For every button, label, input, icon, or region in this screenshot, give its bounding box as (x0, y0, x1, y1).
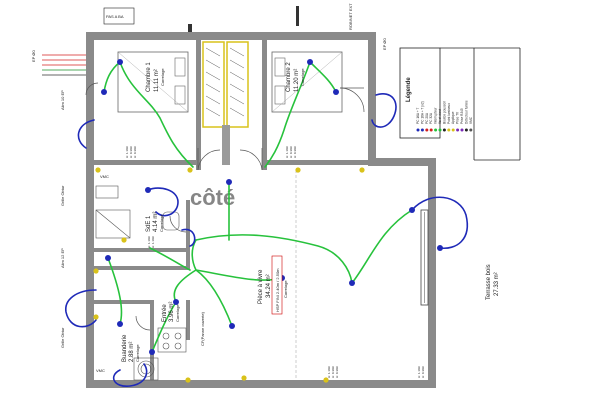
incoming-lines (42, 54, 86, 76)
outlet-height-tag: H: 1.10m (125, 145, 129, 158)
outlet-height-tag: H: 0.30m (421, 365, 425, 378)
room-area-terrasse: 27.33 m² (494, 272, 500, 296)
room-floor-piece-vivre: Carrelage (283, 280, 288, 298)
ep-right-label: EP Ø0 (382, 38, 387, 50)
outlet-height-tag: H: 1.10m (417, 365, 421, 378)
hsp-label: HSP FINI 2.40m / 2.50m (275, 268, 280, 312)
room-floor-chambre2: Carrelage (300, 68, 305, 86)
room-area-chambre2: 11.20 m² (294, 69, 300, 92)
vmc-top-label: VMC (100, 174, 109, 179)
legend-swatch (456, 128, 460, 132)
doors (85, 82, 365, 331)
outlet-height-tag: H: 0.30m (133, 145, 137, 158)
legend-swatch (469, 128, 473, 132)
legend-swatch (425, 128, 429, 132)
bathroom-fixtures (95, 185, 180, 239)
ep-left-label: EP Ø0 (31, 50, 36, 62)
room-area-sdb: 4.14 m² (153, 212, 159, 232)
grille-2-label: Grille Obtur (60, 327, 65, 348)
legend-swatch (442, 128, 446, 132)
legend-item: Applique (451, 111, 455, 124)
kitchen-appliances (133, 327, 187, 381)
room-area-piece-vivre: 34.24 m² (266, 274, 272, 298)
outlet-height-tag: H: 1.10m (327, 365, 331, 378)
legend-item: Prise RJ45 (460, 108, 464, 124)
grille-1-label: Grille Obtur (60, 185, 65, 206)
bed-chambre1 (117, 51, 189, 113)
interior-walls (94, 40, 368, 380)
room-name-buanderie: Buanderie (122, 334, 128, 362)
legend-item: PC 16A + T (x2) (420, 101, 424, 124)
outlet-height-tag: H: 0.30m (335, 365, 339, 378)
legend-item: PC 20A (425, 112, 429, 124)
room-floor-chambre1: Carrelage (160, 68, 165, 86)
room-name-entree: Entrée (162, 304, 168, 322)
room-name-chambre1: Chambre 1 (146, 62, 152, 92)
outlet-height-tag: H: 0.30m (293, 145, 297, 158)
blue-circuits (65, 93, 469, 387)
outlet-height-tag: H: 1.10m (151, 235, 155, 248)
legend-item: Bouton poussoir (442, 100, 446, 124)
legend-item: VMC (469, 116, 473, 124)
room-labels: Chambre 1 11.11 m² Carrelage Chambre 2 1… (122, 62, 500, 362)
legend-swatch (451, 128, 455, 132)
robinet-ext-label: ROBINET EXT (348, 3, 353, 30)
hsp-box (271, 255, 283, 315)
outlet-height-tag: H: 0.30m (129, 145, 133, 158)
room-floor-sdb: Carrelage (159, 214, 164, 232)
legend-item: Prise TV (456, 111, 460, 124)
room-name-chambre2: Chambre 2 (286, 62, 292, 92)
room-area-buanderie: 2.88 m² (129, 342, 135, 362)
legend-swatch (464, 128, 468, 132)
legend-swatch (416, 128, 420, 132)
legend-item: Interrupteur (434, 107, 438, 124)
legend-swatch (420, 128, 424, 132)
vmc-bottom-label: VMC (96, 368, 105, 373)
legend-swatch (447, 128, 451, 132)
room-floor-buanderie: Carrelage (135, 344, 140, 362)
outlet-height-tag: H: 0.30m (289, 145, 293, 158)
legend-item: PC 16A + T (416, 108, 420, 124)
cfp-label: CF(Panne ouverte) (200, 311, 205, 346)
annotation-labels: PAS A BA ROBINET EXT EP Ø0 EP Ø0 Alim 10… (31, 3, 412, 373)
room-name-piece-vivre: Pièce à vivre (258, 269, 264, 304)
legend-title: Légende (406, 77, 412, 102)
room-area-entree: 3.96 m² (169, 302, 175, 322)
alim-mid-label: Alim 12 EP (60, 248, 65, 268)
outlet-height-tag: H: 0.30m (331, 365, 335, 378)
bed-chambre2 (271, 51, 343, 113)
outlet-height-tag: H: 1.10m (285, 145, 289, 158)
wardrobes (202, 41, 249, 165)
top-board-label: PAS A BA (106, 14, 124, 19)
legend-item: PC 32A (429, 112, 433, 124)
watermark: côté (190, 185, 235, 210)
legend-item: Va et vient (438, 109, 442, 124)
alim-top-label: Alim 10 EP (60, 90, 65, 110)
room-floor-entree: Carrelage (175, 304, 180, 322)
room-area-chambre1: 11.11 m² (154, 69, 160, 92)
outlet-height-tag: H: 1.10m (147, 235, 151, 248)
legend-swatch (429, 128, 433, 132)
room-name-terrasse: Terrasse bois (486, 264, 492, 300)
legend-panel (399, 47, 521, 161)
room-name-sdb: SdE 1 (146, 215, 152, 232)
legend-swatch (460, 128, 464, 132)
legend-swatch (438, 128, 442, 132)
exterior-walls (86, 32, 436, 388)
legend-item: Point lumineux (447, 103, 451, 124)
legend-item: Détecteur fumée (464, 100, 468, 124)
legend-swatch (434, 128, 438, 132)
